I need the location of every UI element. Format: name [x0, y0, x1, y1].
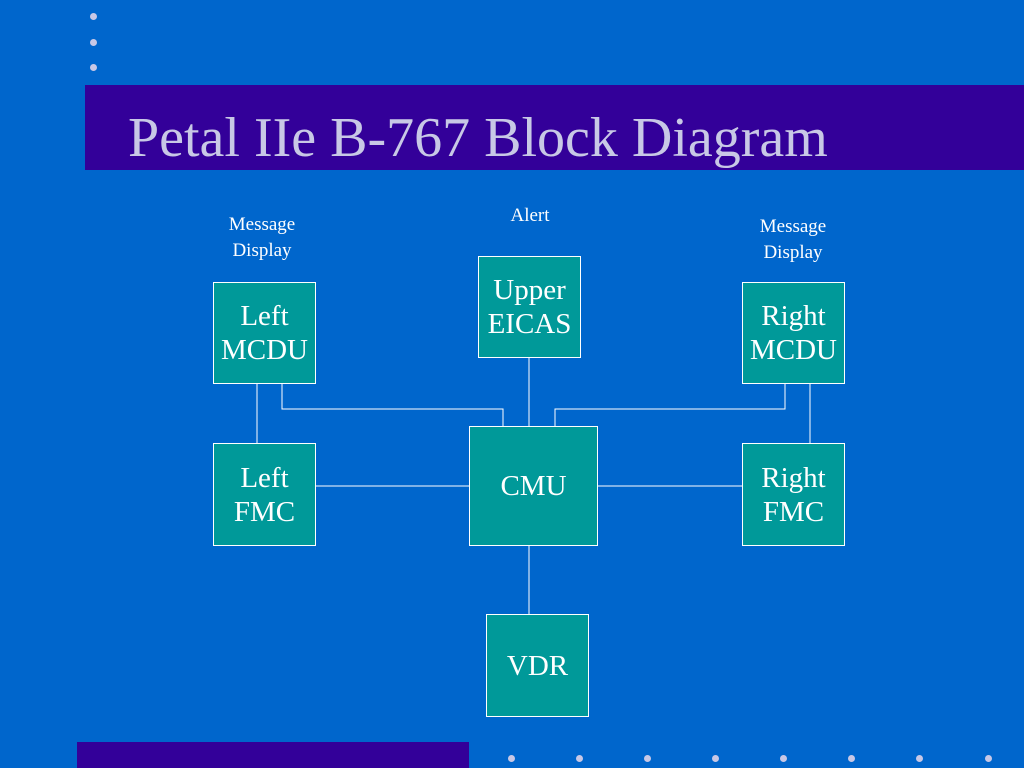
block-upper-eicas: Upper EICAS	[478, 256, 581, 358]
block-vdr: VDR	[486, 614, 589, 717]
title-band	[85, 85, 1024, 170]
connector-left-mcdu-cmu	[281, 384, 504, 426]
block-right-fmc: Right FMC	[742, 443, 845, 546]
caption-left-message-display: Message Display	[228, 214, 296, 261]
decor-dot	[780, 755, 787, 762]
block-left-fmc: Left FMC	[213, 443, 316, 546]
block-left-mcdu: Left MCDU	[213, 282, 316, 384]
decor-dot	[508, 755, 515, 762]
decor-dot	[644, 755, 651, 762]
block-right-mcdu: Right MCDU	[742, 282, 845, 384]
slide-title: Petal IIe B-767 Block Diagram	[128, 107, 828, 169]
block-cmu: CMU	[469, 426, 598, 546]
decor-dot	[90, 13, 97, 20]
decor-dot	[985, 755, 992, 762]
decor-dot	[848, 755, 855, 762]
decor-dot	[576, 755, 583, 762]
connector-right-mcdu-cmu	[554, 384, 786, 426]
caption-alert: Alert	[510, 205, 550, 226]
decor-dot	[90, 64, 97, 71]
decor-dot	[916, 755, 923, 762]
caption-right-message-display: Message Display	[759, 216, 827, 263]
decor-dot	[712, 755, 719, 762]
decor-dot	[90, 39, 97, 46]
bottom-band	[77, 742, 469, 768]
